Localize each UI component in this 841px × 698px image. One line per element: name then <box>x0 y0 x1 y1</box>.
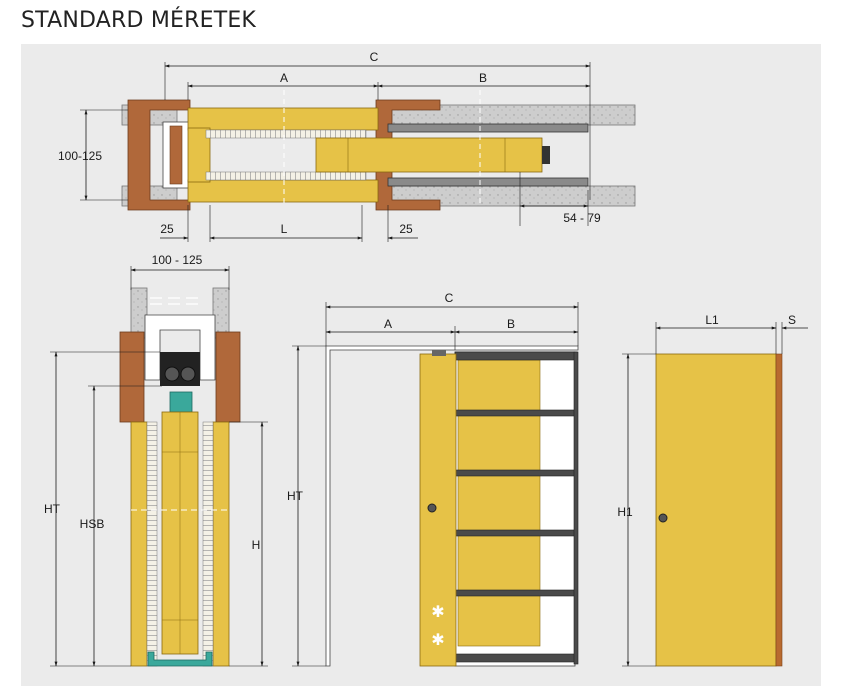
dim-section-width: 100 - 125 <box>152 253 203 267</box>
dim-b-top: B <box>479 71 487 85</box>
rail-top <box>387 123 589 133</box>
dim-l: L <box>281 222 288 236</box>
section-dimensions: 100 - 125 HT HSB H <box>44 253 268 667</box>
door-leaf <box>655 353 777 667</box>
dim-ht-front: HT <box>287 489 304 503</box>
cassette-rails <box>454 351 579 665</box>
dim-ht-section: HT <box>44 502 61 516</box>
dim-thickness-top: 100-125 <box>58 149 102 163</box>
door-dimensions: L1 S H1 <box>617 313 808 667</box>
door-handle <box>658 513 668 523</box>
dim-c-front: C <box>445 291 454 305</box>
dim-25-right: 25 <box>399 222 413 236</box>
dim-c-top: C <box>370 50 379 64</box>
section-frame-left <box>119 331 145 423</box>
track-housing <box>144 314 216 381</box>
door-leaf-plan <box>315 137 543 173</box>
plan-dimensions: C A B 100-125 25 L 25 54 - 79 <box>58 50 601 242</box>
section-view <box>119 287 241 667</box>
section-frame-right <box>215 331 241 423</box>
plan-view <box>121 90 636 211</box>
dim-h1: H1 <box>617 505 633 519</box>
dim-l1: L1 <box>705 313 719 327</box>
dim-54-79: 54 - 79 <box>563 211 601 225</box>
dim-s: S <box>788 313 796 327</box>
svg-text:✱: ✱ <box>431 602 444 621</box>
door-leaf-view <box>655 353 783 667</box>
dim-a-top: A <box>280 71 288 85</box>
dim-b-front: B <box>507 317 515 331</box>
pocket-infill <box>457 359 541 647</box>
dim-hsb: HSB <box>80 517 105 531</box>
door-handle-front <box>427 503 437 513</box>
dim-h: H <box>252 538 261 552</box>
dim-a-front: A <box>384 317 392 331</box>
pocket-bottom <box>187 179 379 203</box>
door-leaf-front <box>419 353 457 667</box>
svg-text:✱: ✱ <box>431 630 444 649</box>
dim-25-left: 25 <box>160 222 174 236</box>
left-frame <box>127 99 191 211</box>
roller-carriage <box>160 352 200 386</box>
door-edge <box>775 353 783 667</box>
page-title: STANDARD MÉRETEK <box>21 8 257 33</box>
rail-bottom <box>387 177 589 187</box>
pocket-top <box>187 107 379 131</box>
front-view: ✱ ✱ <box>325 345 579 667</box>
front-dimensions: C A B HT <box>287 291 579 667</box>
